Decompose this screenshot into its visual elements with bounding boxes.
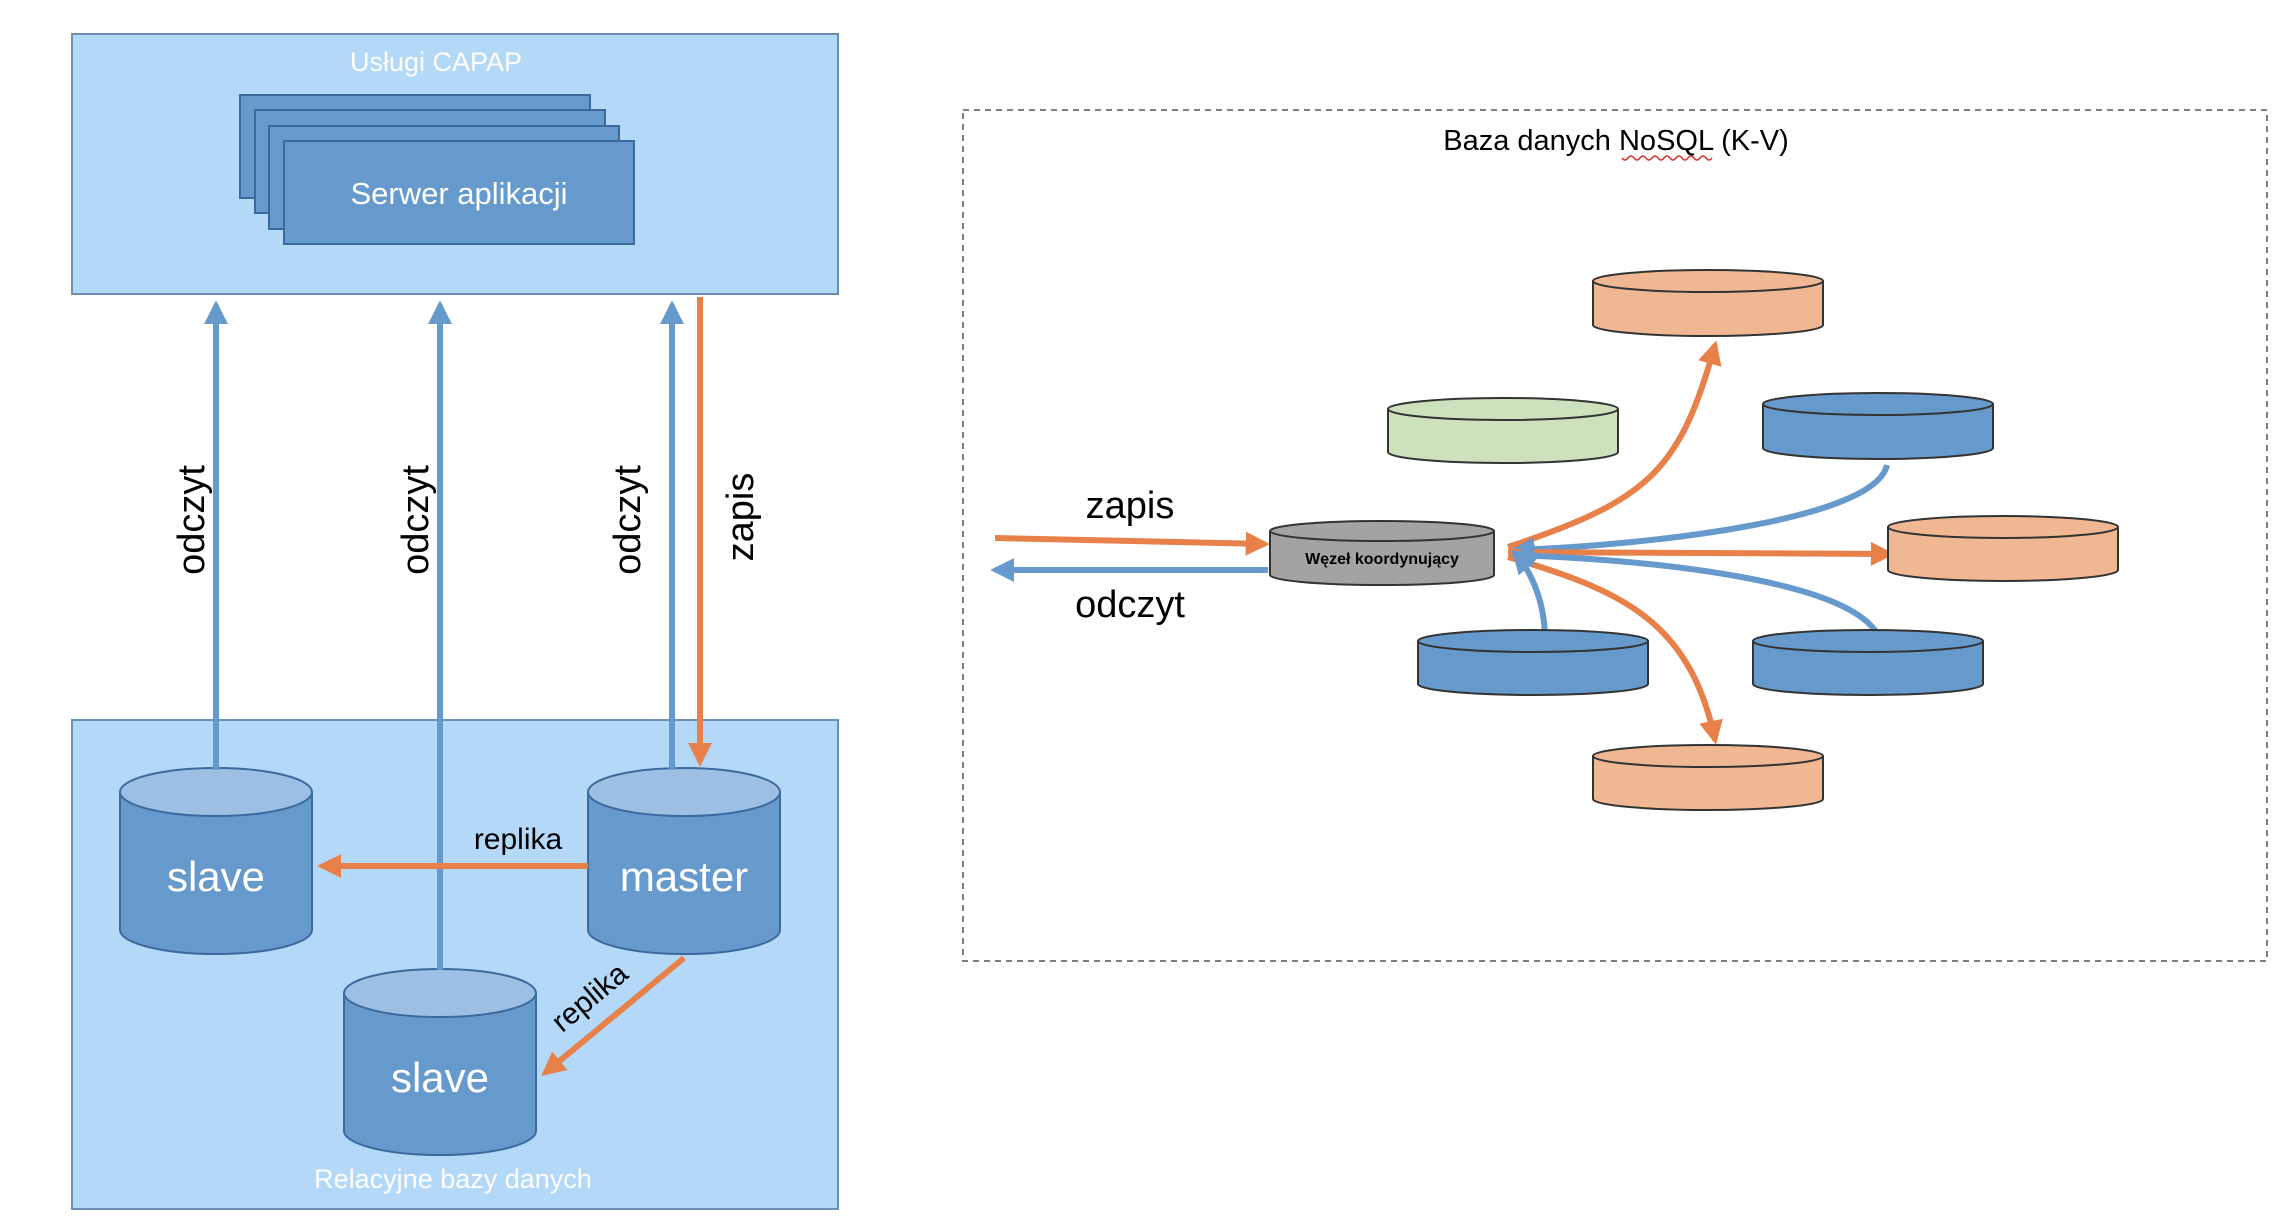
storage-node-blue-left-bottom xyxy=(1417,629,1649,696)
storage-node-blue-right-bottom xyxy=(1752,629,1984,696)
read-label-2: odczyt xyxy=(395,465,437,575)
services-panel-title: Usługi CAPAP xyxy=(350,47,522,77)
write-label: zapis xyxy=(720,473,762,562)
storage-node-orange-right xyxy=(1887,515,2119,582)
coordinator-node: Węzeł koordynujący xyxy=(1269,520,1495,586)
nosql-read-label: odczyt xyxy=(1075,584,1185,626)
nosql-title: Baza danych NoSQL (K-V) xyxy=(1443,125,1788,157)
app-server-box xyxy=(283,140,635,245)
edge-to-orange-top xyxy=(1507,340,1722,550)
spellcheck-underline xyxy=(1621,155,1713,161)
slave-bottom-label: slave xyxy=(391,1054,489,1101)
slave-db-bottom: slave xyxy=(343,968,537,1156)
storage-node-orange-bottom xyxy=(1592,744,1824,811)
edge-from-blue-right-bottom xyxy=(1510,543,1883,642)
read-label-3: odczyt xyxy=(607,465,649,575)
storage-node-green xyxy=(1387,397,1619,464)
storage-node-orange-top xyxy=(1592,269,1824,337)
replica-arrow-bottom xyxy=(541,955,686,1077)
edge-to-orange-bottom xyxy=(1507,554,1723,745)
nosql-write-arrow xyxy=(994,531,1270,556)
edge-from-blue-left-bottom xyxy=(1511,549,1548,641)
slave-db-left: slave xyxy=(119,767,313,955)
app-server-stack: Serwer aplikacji xyxy=(239,94,635,245)
coordinator-label: Węzeł koordynujący xyxy=(1305,551,1459,568)
edge-to-orange-right xyxy=(1507,541,1895,566)
master-db: master xyxy=(587,767,781,955)
read-label-1: odczyt xyxy=(171,465,213,575)
edge-from-blue-right-top xyxy=(1510,464,1890,562)
relational-panel-title: Relacyjne bazy danych xyxy=(314,1164,592,1194)
app-server-label: Serwer aplikacji xyxy=(350,176,567,211)
nosql-write-label: zapis xyxy=(1086,485,1175,527)
nosql-edges xyxy=(1507,340,1895,745)
slave-left-label: slave xyxy=(167,853,265,900)
replica-label-left: replika xyxy=(474,823,563,856)
nosql-panel xyxy=(962,109,2268,962)
master-label: master xyxy=(620,853,748,900)
storage-node-blue-right-top xyxy=(1762,392,1994,460)
